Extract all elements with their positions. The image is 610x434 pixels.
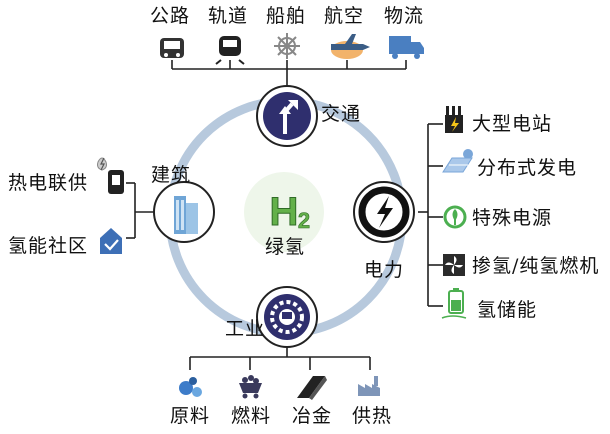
svg-text:2: 2	[298, 208, 310, 233]
power-item-label: 特殊电源	[472, 207, 553, 229]
airplane-icon	[331, 34, 370, 59]
svg-text:H: H	[270, 190, 299, 234]
hub-label-building: 建筑	[151, 164, 192, 186]
transport-item-label: 公路	[150, 5, 191, 27]
power-plant-icon	[445, 106, 463, 133]
building-item-label: 氢能社区	[8, 235, 89, 257]
power-hub-icon	[353, 181, 415, 243]
truck-icon	[389, 36, 424, 59]
power-item-label: 分布式发电	[477, 157, 578, 179]
train-icon	[215, 36, 245, 65]
hub-label-industry: 工业	[225, 318, 266, 340]
center-label: 绿氢	[265, 236, 306, 258]
chp-icon	[97, 157, 124, 194]
building-hub-icon	[153, 181, 215, 243]
power-item-label: 掺氢/纯氢燃机	[472, 255, 600, 277]
industry-hub-icon	[256, 286, 318, 348]
transport-connectors	[171, 60, 407, 86]
building-connectors	[126, 182, 154, 239]
steel-bar-icon	[297, 376, 327, 400]
solar-panel-icon	[442, 149, 473, 173]
coal-cart-icon	[239, 375, 262, 399]
ship-wheel-icon	[274, 33, 300, 59]
molecules-icon	[179, 377, 202, 397]
industry-item-label: 供热	[352, 405, 393, 427]
industry-item-label: 原料	[170, 405, 211, 427]
hub-label-power: 电力	[364, 259, 405, 281]
turbine-icon	[443, 254, 465, 276]
power-item-label: 大型电站	[472, 113, 553, 135]
special-power-icon	[443, 205, 467, 229]
transport-item-label: 船舶	[266, 5, 307, 27]
home-check-icon	[100, 228, 122, 254]
transport-item-label: 轨道	[208, 5, 249, 27]
hub-label-transport: 交通	[321, 103, 362, 125]
building-item-label: 热电联供	[8, 172, 89, 194]
industry-item-label: 燃料	[231, 405, 272, 427]
power-item-label: 氢储能	[477, 299, 538, 321]
transport-item-label: 航空	[324, 5, 365, 27]
battery-icon	[441, 288, 467, 319]
bus-icon	[160, 38, 184, 58]
transport-hub-icon	[256, 85, 318, 147]
green-hydrogen-center: H 2	[244, 172, 324, 252]
power-connectors	[418, 123, 443, 307]
industry-item-label: 冶金	[292, 405, 333, 427]
transport-item-label: 物流	[384, 5, 425, 27]
industry-connectors	[189, 347, 371, 370]
factory-icon	[358, 376, 380, 396]
